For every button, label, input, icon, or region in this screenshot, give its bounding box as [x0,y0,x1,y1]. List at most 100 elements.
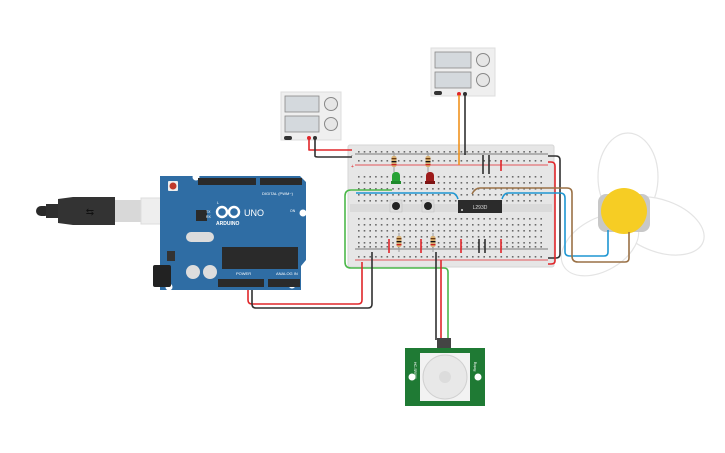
breadboard-hole [426,246,428,248]
breadboard-hole [449,224,451,226]
breadboard-hole [466,176,468,178]
breadboard-hole [489,151,491,153]
psu-power-switch[interactable] [434,91,442,95]
driver-chip[interactable]: L293D [458,200,502,213]
arduino-uno[interactable]: ARDUINO UNO DIGITAL (PWM~) POWER ANALOG … [153,173,307,291]
arduino-brand: ARDUINO [216,221,239,227]
breadboard-hole [380,176,383,178]
breadboard-hole [437,200,440,202]
rail-minus-label: - [351,153,353,159]
chip-pin1-marker [461,209,463,211]
crystal [186,232,214,242]
arduino-logo-left [215,205,229,219]
mount-hole [299,209,307,217]
psu-display-voltage [284,95,320,113]
breadboard-hole [375,242,377,244]
resistor-bottom-2[interactable] [430,233,436,252]
breadboard-hole [523,256,525,258]
breadboard-hole [540,236,542,238]
breadboard-hole [523,160,525,162]
breadboard-hole [494,230,497,232]
breadboard-hole [375,182,377,184]
breadboard-hole [466,246,468,248]
breadboard-hole [506,200,508,202]
wire-rail-minus-link [548,155,561,259]
breadboard-hole [489,256,491,258]
breadboard-hole [449,236,451,238]
breadboard-hole [403,176,406,178]
breadboard-hole [380,160,383,162]
reset-button[interactable] [169,182,177,190]
breadboard-hole [432,218,434,220]
breadboard-hole [494,224,497,226]
power-supply-top[interactable] [430,47,496,97]
breadboard-hole [426,151,428,153]
pushbutton-2[interactable] [421,199,435,213]
analog-label: ANALOG IN [276,271,298,276]
breadboard-hole [420,256,423,258]
breadboard-hole [489,160,491,162]
breadboard-hole [517,218,520,220]
breadboard-hole [358,230,360,232]
led-red[interactable] [425,172,435,184]
psu-knob-current[interactable] [324,117,338,131]
psu-display-current [434,71,472,89]
resistor-top-2[interactable] [425,152,431,172]
pir-dome-center [439,371,451,383]
breadboard-hole [460,160,463,162]
breadboard-hole [483,256,485,258]
breadboard-hole [494,256,497,258]
breadboard-hole [375,200,377,202]
breadboard-hole [466,194,468,196]
breadboard-hole [375,256,377,258]
breadboard-hole [409,194,411,196]
resistor-top-1[interactable] [391,152,397,172]
psu-knob-voltage[interactable] [476,53,490,67]
l-led-label: L [217,201,219,205]
breadboard-hole [363,151,366,153]
breadboard-hole [466,236,468,238]
breadboard[interactable]: - + [347,144,555,268]
breadboard-hole [392,236,394,238]
breadboard-hole [386,218,389,220]
breadboard-hole [369,194,371,196]
dc-fan[interactable] [551,132,712,289]
breadboard-hole [432,230,434,232]
breadboard-hole [454,160,457,162]
psu-display-current [284,115,320,133]
breadboard-hole [472,242,474,244]
breadboard-hole [534,230,537,232]
breadboard-hole [523,176,525,178]
breadboard-hole [472,151,474,153]
breadboard-hole [403,188,406,190]
psu-knob-voltage[interactable] [324,97,338,111]
breadboard-hole [466,218,468,220]
led-green[interactable] [391,172,401,184]
breadboard-hole [415,230,417,232]
breadboard-hole [420,151,423,153]
pushbutton-1[interactable] [389,199,403,213]
usb-cable[interactable]: ⇆ [36,197,164,225]
resistor-bottom-1[interactable] [396,233,402,252]
breadboard-hole [380,182,383,184]
breadboard-hole [363,176,366,178]
breadboard-hole [415,188,417,190]
breadboard-hole [358,236,360,238]
usb-port [140,197,164,225]
breadboard-hole [517,182,520,184]
breadboard-hole [397,160,400,162]
power-supply-left[interactable] [280,91,342,141]
psu-power-switch[interactable] [284,136,292,140]
breadboard-hole [415,242,417,244]
breadboard-hole [415,236,417,238]
breadboard-hole [517,200,520,202]
breadboard-hole [432,160,434,162]
psu-knob-current[interactable] [476,73,490,87]
breadboard-hole [426,224,428,226]
pir-sensor[interactable]: HC-SR501 Retrig [405,338,485,406]
wire-arduino-5v [247,262,363,305]
psu-terminal-negative [463,92,467,96]
breadboard-hole [477,176,480,178]
breadboard-hole [523,194,525,196]
breadboard-hole [426,188,428,190]
